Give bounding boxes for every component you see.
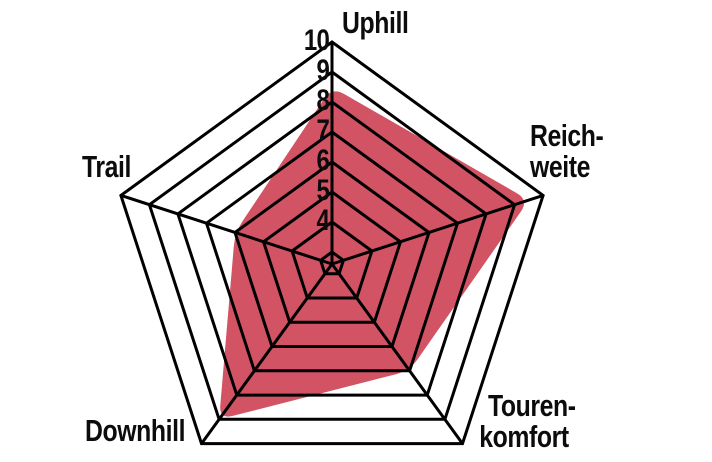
tick-label-5: 5 [316,172,329,206]
tick-label-10: 10 [304,22,329,56]
axis-label-line: Touren- [488,388,576,422]
tick-label-8: 8 [316,82,329,116]
axis-label-line: Downhill [85,413,185,447]
grid-ring-6 [233,160,431,348]
axis-label-trail: Trail [82,149,131,183]
axis-label-line: Reich- [530,118,603,152]
grid-spoke-3 [200,263,334,445]
axis-label-reichweite: Reich-weite [529,118,603,183]
grid-spoke-2 [330,263,464,445]
tick-label-6: 6 [316,142,329,176]
grid-ring-10 [119,40,545,446]
axis-label-downhill: Downhill [85,413,185,447]
axis-label-line: Trail [82,149,131,183]
axis-label-line: weite [529,149,590,183]
axis-label-tourenkomfort: Touren-komfort [479,388,576,453]
tick-label-7: 7 [316,112,329,146]
tick-label-4: 4 [316,202,329,236]
grid [119,40,545,446]
axis-label-line: Uphill [342,5,408,39]
grid-ring-3 [318,250,346,276]
grid-ring-8 [176,100,488,397]
grid-spoke-1 [331,193,544,266]
axis-label-uphill: Uphill [342,5,408,39]
grid-spoke-4 [120,193,333,266]
tick-label-9: 9 [316,52,329,86]
grid-ring-5 [261,190,403,324]
grid-ring-9 [147,70,517,421]
grid-ring-4 [290,220,374,300]
axis-label-line: komfort [479,419,569,453]
grid-ring-7 [204,130,460,373]
